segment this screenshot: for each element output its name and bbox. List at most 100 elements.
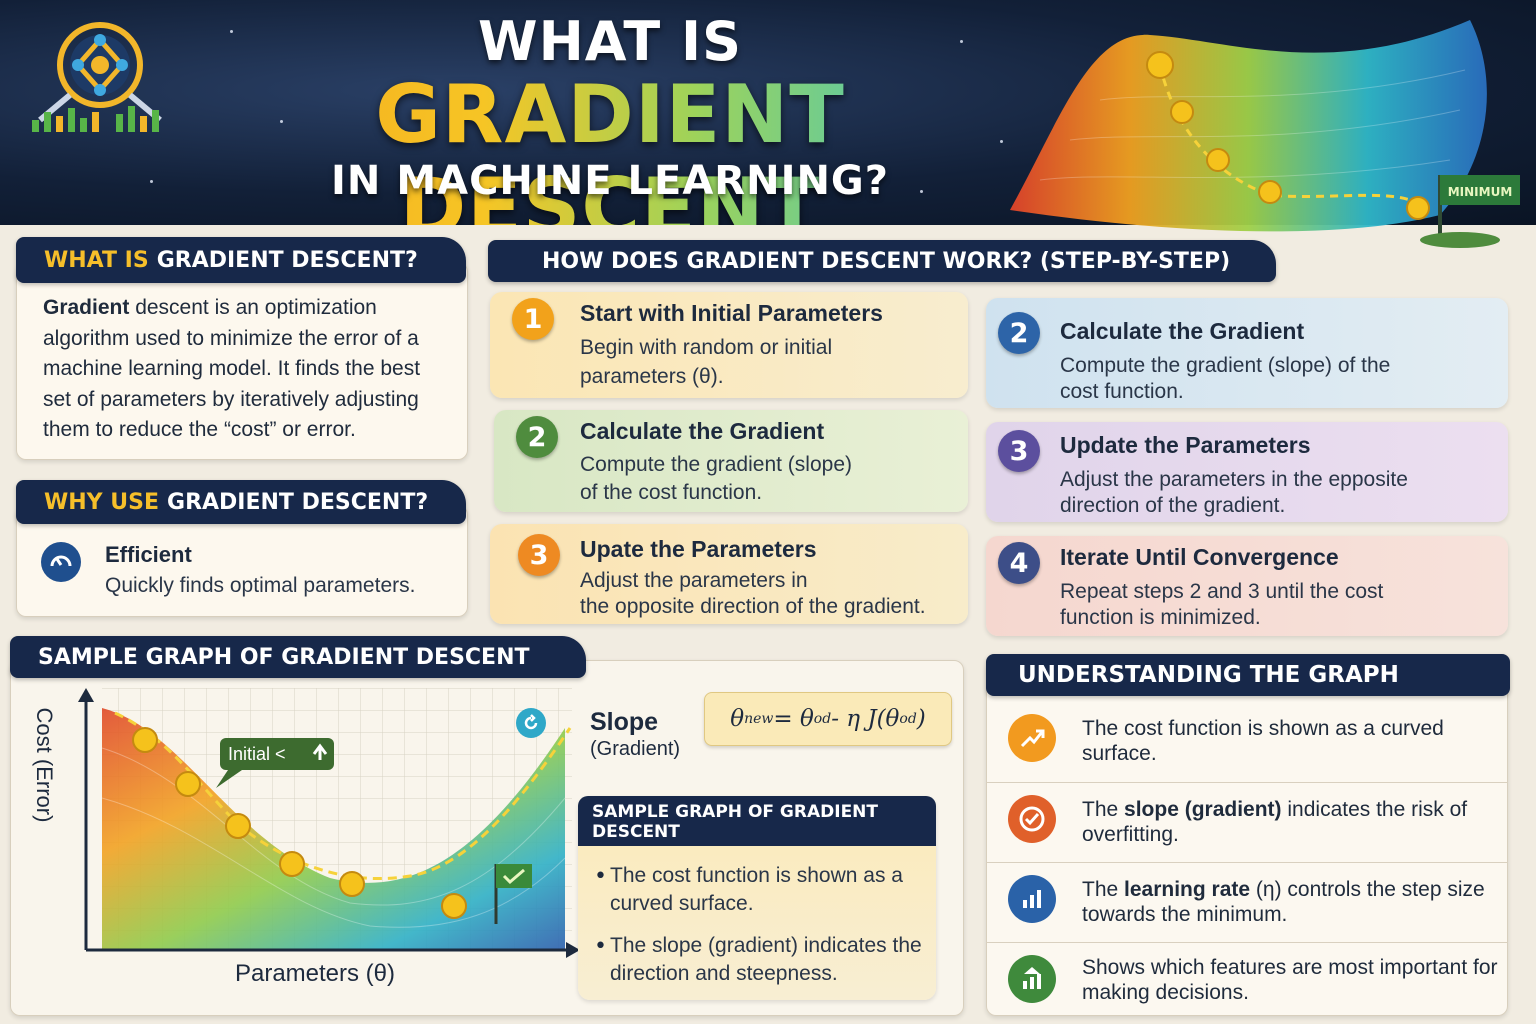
up-arrow-icon [312, 743, 328, 760]
step-desc-line1: Adjust the parameters in [580, 569, 808, 592]
step-card-right-3: 4 Iterate Until Convergence Repeat steps… [986, 536, 1508, 636]
step-title: Iterate Until Convergence [1060, 544, 1339, 570]
star [920, 190, 923, 193]
formula-sub-new: new [744, 711, 774, 727]
step-number: 3 [998, 430, 1040, 472]
why-use-banner-highlight: WHY USE [44, 489, 160, 515]
title-top: WHAT IS [478, 10, 742, 73]
flag-label: MINIMUM [1448, 185, 1513, 199]
bullet-dot: • [594, 934, 607, 959]
what-is-panel: Gradient descent is an optimization algo… [16, 262, 468, 460]
step-desc-line2: direction of the gradient. [1060, 494, 1286, 517]
step-desc-line1: Begin with random or initial [580, 336, 833, 359]
row-text: The cost function is shown as a curved s… [1082, 717, 1444, 765]
row-text-pre: The [1082, 798, 1125, 821]
title-sub: IN MACHINE LEARNING? [331, 158, 889, 204]
row-text-bold: learning rate [1124, 878, 1251, 901]
step-card-left-1: 1 Start with Initial Parameters Begin wi… [490, 292, 968, 398]
descent-step-point [279, 851, 305, 877]
step-title: Upate the Parameters [580, 536, 817, 562]
step-desc-line1: Compute the gradient (slope) [580, 453, 852, 476]
formula-sub-old: od [813, 711, 832, 727]
descent-step-point [175, 771, 201, 797]
formula-sub-old-2: od [899, 711, 917, 727]
minimum-flag-icon [1440, 175, 1520, 205]
step-title: Calculate the Gradient [1060, 318, 1305, 344]
descent-step-point [441, 893, 467, 919]
growth-arrow-icon [1008, 955, 1056, 1003]
initial-label-box [220, 738, 334, 770]
step-title: Update the Parameters [1060, 432, 1311, 458]
step-title: Start with Initial Parameters [580, 300, 883, 326]
step-card-left-3: 3 Upate the Parameters Adjust the parame… [490, 524, 968, 624]
what-is-body: descent is an optimization algorithm use… [43, 296, 421, 441]
descent-step-point [225, 813, 251, 839]
understanding-row-4: Shows which features are most important … [986, 942, 1508, 1012]
title-main: GRADIENT DESCENT [190, 68, 1030, 225]
step-desc-line2: parameters (θ). [580, 365, 724, 388]
understanding-row-3: The learning rate (η) controls the step … [986, 862, 1508, 942]
step-number: 2 [516, 416, 558, 458]
gradient-descent-graph: Initial < [78, 688, 580, 958]
target-check-icon [1008, 795, 1056, 843]
step-desc-line1: Compute the gradient (slope) of the [1060, 354, 1391, 377]
step-card-right-1: 2 Calculate the Gradient Compute the gra… [986, 298, 1508, 408]
understanding-banner: UNDERSTANDING THE GRAPH [986, 654, 1510, 696]
step-desc-line1: Adjust the parameters in the epposite [1060, 468, 1408, 491]
why-use-item-title: Efficient [105, 542, 192, 567]
gradient-logo-icon [32, 22, 162, 132]
star [150, 180, 153, 183]
what-is-banner-rest: GRADIENT DESCENT? [156, 247, 418, 273]
why-use-banner: WHY USE GRADIENT DESCENT? [16, 480, 466, 524]
how-banner: HOW DOES GRADIENT DESCENT WORK? (STEP-BY… [488, 240, 1276, 282]
understanding-row-2: The slope (gradient) indicates the risk … [986, 782, 1508, 862]
row-text-post: (η) controls the step size towards the m… [1082, 878, 1485, 926]
step-number: 2 [998, 312, 1040, 354]
step-card-left-2: 2 Calculate the Gradient Compute the gra… [494, 410, 968, 512]
y-axis-label-wrap: Cost (Error) [24, 700, 64, 840]
understanding-text-1: The cost function is shown as a curved s… [1082, 716, 1502, 766]
step-card-right-2: 3 Update the Parameters Adjust the param… [986, 422, 1508, 522]
step-number: 3 [518, 534, 560, 576]
star [1000, 140, 1003, 143]
understanding-text-3: The learning rate (η) controls the step … [1082, 877, 1502, 927]
graph-explanation-title: SAMPLE GRAPH OF GRADIENT DESCENT [578, 796, 936, 846]
why-use-banner-rest: GRADIENT DESCENT? [167, 489, 429, 515]
what-is-banner: WHAT IS GRADIENT DESCENT? [16, 237, 466, 283]
formula-equals: = θ [773, 706, 814, 732]
row-text: Shows which features are most important … [1082, 956, 1498, 1004]
star [960, 40, 963, 43]
formula-gradient: - η J(θ [831, 706, 900, 732]
initial-label: Initial < [228, 744, 286, 764]
step-desc-line1: Repeat steps 2 and 3 until the cost [1060, 580, 1384, 603]
step-desc-line2: function is minimized. [1060, 606, 1261, 629]
x-axis-label: Parameters (θ) [234, 960, 396, 987]
understanding-panel [986, 660, 1508, 1016]
gauge-icon [41, 542, 81, 582]
understanding-text-4: Shows which features are most important … [1082, 955, 1502, 1005]
bar-chart-icon [1008, 875, 1056, 923]
slope-label: Slope [590, 708, 659, 736]
formula-close: ) [916, 706, 926, 732]
step-number: 4 [998, 542, 1040, 584]
row-text-pre: The [1082, 878, 1125, 901]
graph-bullet-1: The cost function is shown as a curved s… [610, 864, 903, 915]
sample-graph-banner: SAMPLE GRAPH OF GRADIENT DESCENT [10, 636, 586, 678]
step-desc-line2: of the cost function. [580, 481, 763, 504]
row-text-bold: slope (gradient) [1124, 798, 1282, 821]
refresh-icon [516, 708, 546, 738]
graph-explanation-card: SAMPLE GRAPH OF GRADIENT DESCENT • The c… [578, 796, 936, 1000]
what-is-lead: Gradient [43, 296, 130, 319]
step-title: Calculate the Gradient [580, 418, 825, 444]
descent-step-point [339, 871, 365, 897]
why-use-item-desc: Quickly finds optimal parameters. [105, 574, 416, 597]
understanding-text-2: The slope (gradient) indicates the risk … [1082, 797, 1502, 847]
bullet-dot: • [594, 864, 607, 889]
step-number: 1 [512, 298, 554, 340]
graph-bullet-2: The slope (gradient) indicates the direc… [610, 934, 922, 985]
y-axis-label: Cost (Error) [32, 707, 57, 823]
star [230, 30, 233, 33]
cost-surface-illustration: MINIMUM [1010, 20, 1520, 248]
step-desc-line2: cost function. [1060, 380, 1184, 403]
slope-sublabel: (Gradient) [590, 738, 681, 760]
